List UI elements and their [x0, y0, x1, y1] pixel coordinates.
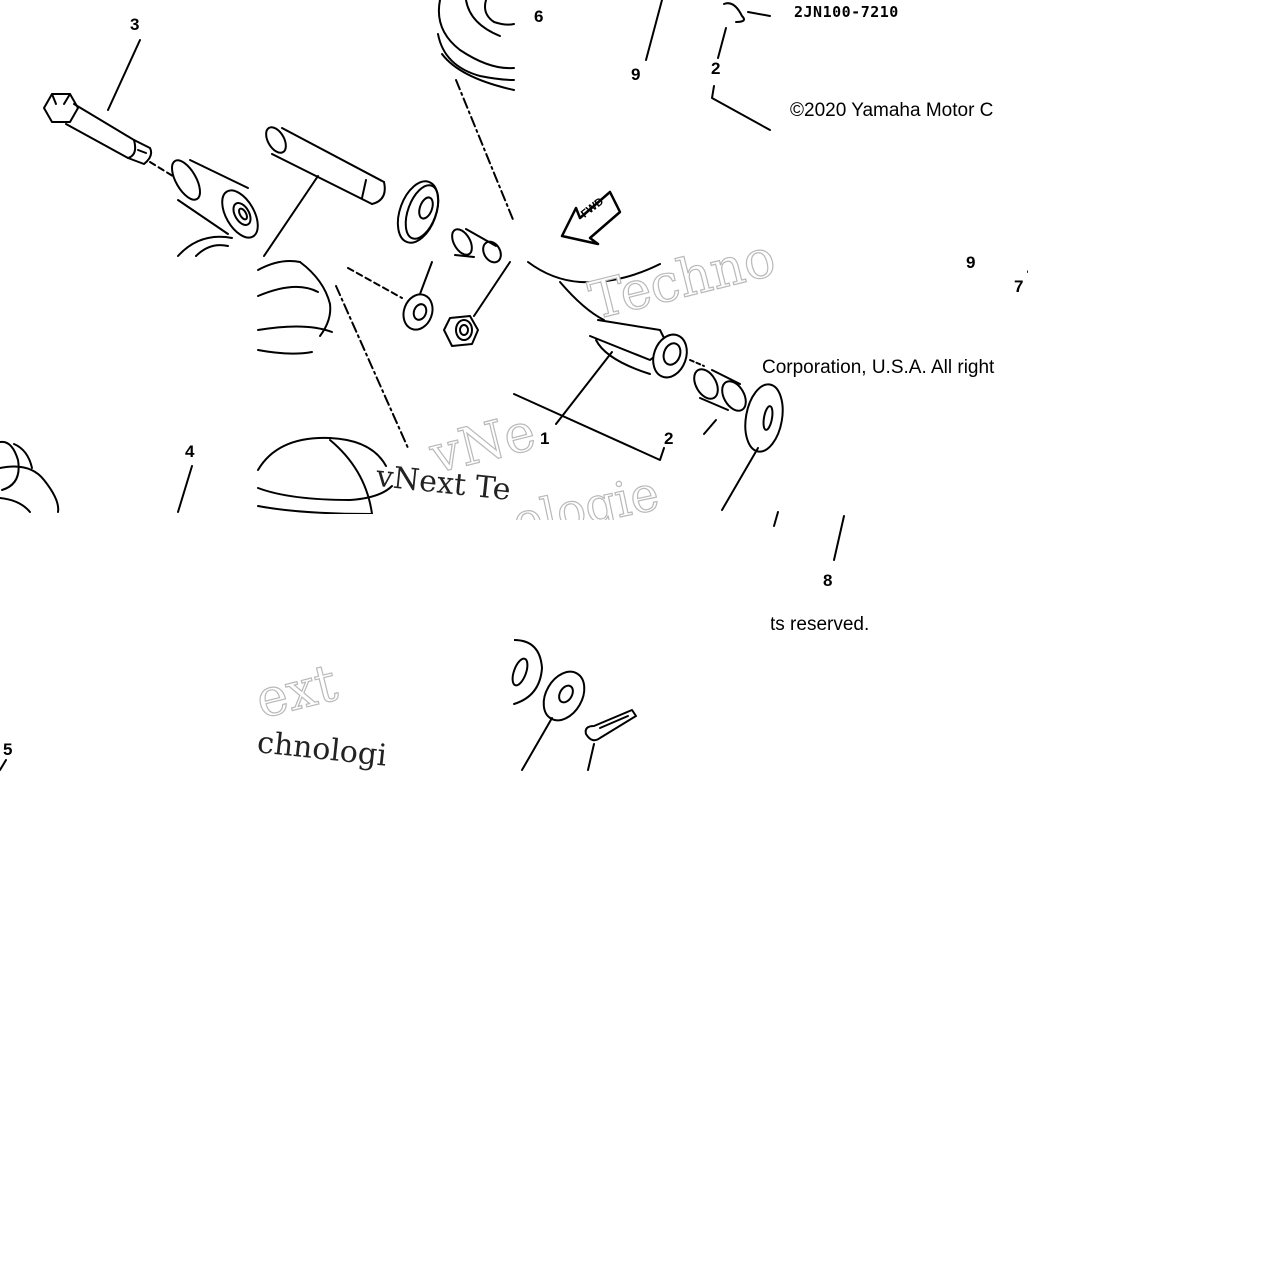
- pin-illustration: [263, 126, 386, 257]
- callout-leader-lines-right: [773, 267, 1031, 561]
- bolt-3-illustration: [43, 39, 177, 179]
- part-code: 2JN100-7210: [794, 3, 899, 21]
- spring-top-illustration: [437, 0, 515, 223]
- callout-6: 6: [534, 7, 544, 26]
- blank-tile: [0, 514, 257, 741]
- callout-2-mid: 2: [664, 429, 674, 448]
- copyright-line-3: ts reserved.: [770, 614, 870, 635]
- spacer-illustration: [451, 228, 502, 264]
- nut-illustration: [443, 261, 511, 347]
- callout-5: 5: [3, 740, 13, 759]
- callout-4: 4: [185, 442, 195, 461]
- blank-tile-left-mid: [0, 258, 257, 438]
- left-assembly-illustration: [0, 440, 193, 771]
- fwd-arrow: [560, 190, 622, 246]
- collar-2-illustration: [721, 383, 784, 511]
- blank-right-column: [1028, 0, 1285, 771]
- callout-9-right: 9: [966, 253, 976, 272]
- spacer-2-illustration: [693, 368, 747, 435]
- callout-9-top: 9: [631, 65, 641, 84]
- callout-1: 1: [540, 429, 550, 448]
- blank-tile-mid-right: [514, 520, 771, 630]
- blank-tile-right-lower: [771, 640, 1028, 771]
- callout-3: 3: [130, 15, 140, 34]
- collar-illustration: [171, 159, 259, 257]
- washer-illustration: [396, 180, 440, 244]
- blank-tile-mid: [257, 514, 514, 654]
- cotter-pin-illustration: [584, 709, 637, 771]
- spring-body-illustration: [257, 260, 409, 515]
- callout-8: 8: [823, 571, 833, 590]
- lower-washer-illustration: [511, 639, 586, 771]
- callout-2-top: 2: [711, 59, 721, 78]
- small-washer-illustration: [402, 261, 434, 331]
- copyright-line-1: ©2020 Yamaha Motor C: [790, 100, 994, 121]
- blank-lower-area: [0, 771, 1285, 1285]
- blank-tile-top-right: [771, 130, 1028, 250]
- copyright-line-2: Corporation, U.S.A. All right: [762, 357, 995, 378]
- shock-eye-illustration: [513, 261, 705, 461]
- callout-leader-lines-top: [645, 0, 771, 131]
- callout-7: 7: [1014, 277, 1024, 296]
